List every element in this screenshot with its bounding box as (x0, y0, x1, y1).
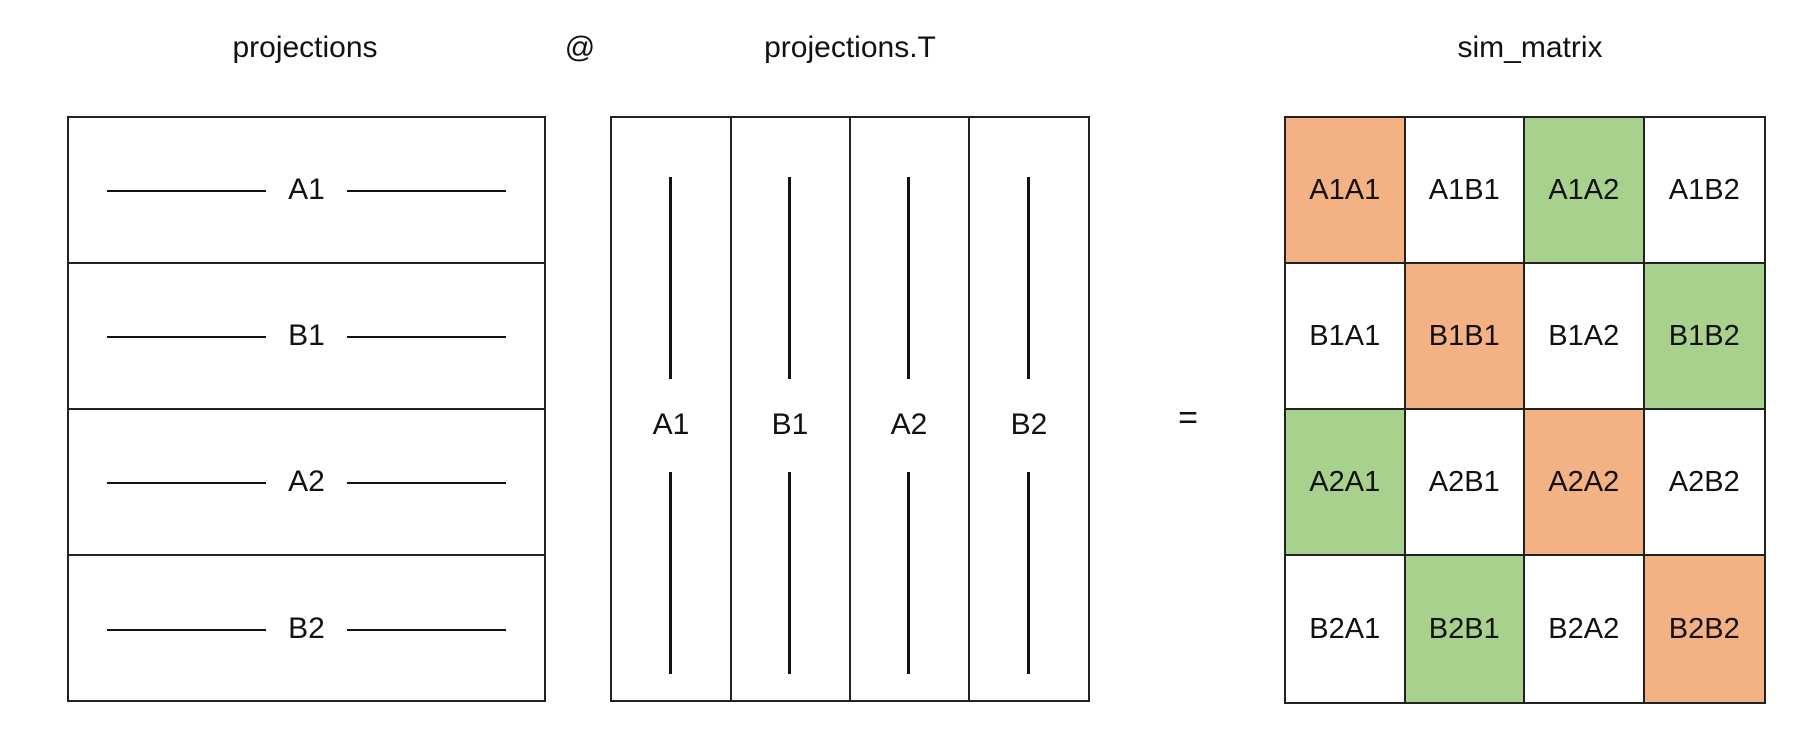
column-label: A1 (652, 408, 690, 441)
projection-row: A2 (69, 410, 544, 556)
column-label: B2 (1010, 408, 1048, 441)
projection-row: A1 (69, 118, 544, 264)
row-vector-line (107, 336, 266, 338)
projection-column: A1 (612, 118, 732, 700)
equals-sign: = (1178, 399, 1198, 437)
column-vector-line (669, 177, 672, 379)
column-vector-line (907, 177, 910, 379)
row-label: B1 (288, 319, 325, 352)
projection-row: B1 (69, 264, 544, 410)
sim-cell: B2B1 (1405, 556, 1525, 702)
sim-cell: A1A2 (1525, 118, 1645, 264)
sim-cell: A2A1 (1286, 410, 1406, 556)
sim-cell: B2A1 (1286, 556, 1406, 702)
sim-cell: A2B2 (1644, 410, 1764, 556)
row-label: B2 (288, 612, 325, 645)
column-vector-line (1027, 472, 1030, 674)
sim-cell: A1B2 (1644, 118, 1764, 264)
row-vector-line (107, 482, 266, 484)
sim-cell: B1B2 (1644, 264, 1764, 410)
sim-cell: A2B1 (1405, 410, 1525, 556)
sim-cell: B2B2 (1644, 556, 1764, 702)
sim-cell: A2A2 (1525, 410, 1645, 556)
column-vector-line (788, 472, 791, 674)
column-label: B1 (771, 408, 809, 441)
sim-cell: B1A1 (1286, 264, 1406, 410)
row-vector-line (347, 482, 506, 484)
sim-cell: B2A2 (1525, 556, 1645, 702)
sim-matrix-title: sim_matrix (1457, 31, 1603, 64)
row-vector-line (347, 190, 506, 192)
column-vector-line (1027, 177, 1030, 379)
projection-column: B1 (731, 118, 851, 700)
column-vector-line (788, 177, 791, 379)
column-vector-line (907, 472, 910, 674)
row-vector-line (107, 190, 266, 192)
projection-row: B2 (69, 556, 544, 702)
row-vector-line (347, 629, 506, 631)
sim-cell: A1A1 (1286, 118, 1406, 264)
row-vector-line (347, 336, 506, 338)
row-label: A1 (288, 173, 325, 206)
projections-transpose-matrix: A1 B1 A2 B2 (610, 116, 1090, 702)
projection-column: B2 (969, 118, 1089, 700)
column-label: A2 (890, 408, 928, 441)
projections-title: projections (232, 31, 378, 64)
sim-cell: B1B1 (1405, 264, 1525, 410)
projection-column: A2 (850, 118, 970, 700)
projections-transpose-title: projections.T (764, 31, 936, 64)
sim-cell: B1A2 (1525, 264, 1645, 410)
row-vector-line (107, 629, 266, 631)
row-label: A2 (288, 465, 325, 498)
matmul-operator: @ (564, 31, 596, 64)
column-vector-line (669, 472, 672, 674)
sim-cell: A1B1 (1405, 118, 1525, 264)
